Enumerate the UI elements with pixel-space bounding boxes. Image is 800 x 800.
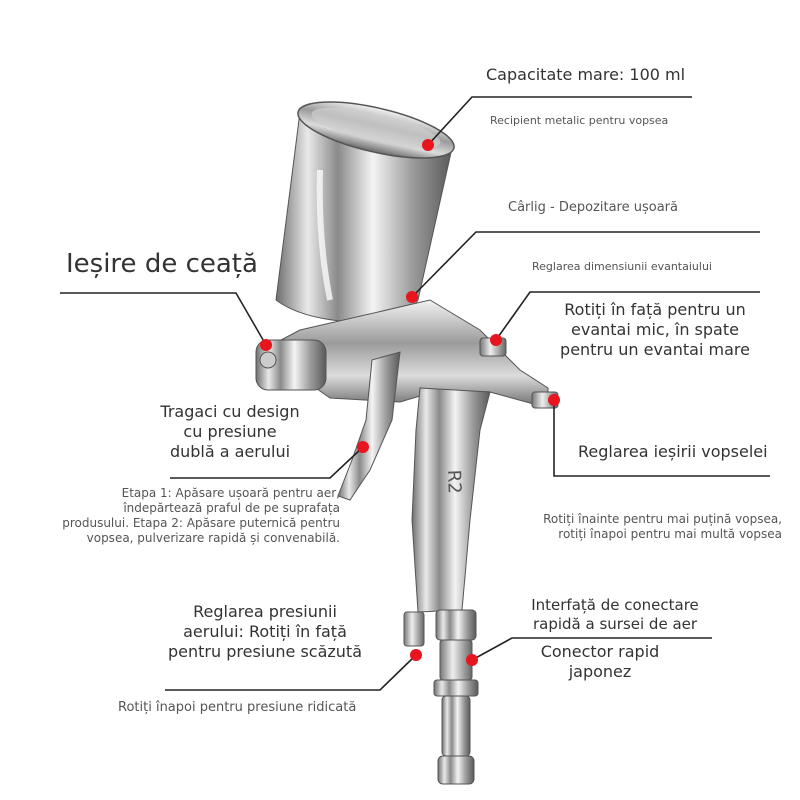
paint-desc-line: Rotiți înainte pentru mai puțină vopsea, xyxy=(543,512,782,526)
pressure-line: Reglarea presiunii xyxy=(193,602,337,621)
paint-description: Rotiți înainte pentru mai puțină vopsea,… xyxy=(500,512,782,542)
trigger-line: cu presiune xyxy=(183,422,277,441)
connector-line: japonez xyxy=(568,662,632,681)
model-mark: R2 xyxy=(443,469,465,494)
interface-line: rapidă a sursei de aer xyxy=(532,614,698,633)
trigger-line: Tragaci cu design xyxy=(160,402,300,421)
callout-lines xyxy=(60,96,770,691)
paint-cup xyxy=(275,101,455,325)
hook-title: Cârlig - Depozitare ușoară xyxy=(508,200,678,215)
connector-line: Conector rapid xyxy=(540,642,660,661)
pressure-back: Rotiți înapoi pentru presiune ridicată xyxy=(118,700,357,715)
fan-desc-line: Rotiți în față pentru un xyxy=(564,300,746,319)
capacity-title: Capacitate mare: 100 ml xyxy=(486,65,686,84)
fan-description: Rotiți în față pentru un evantai mic, în… xyxy=(535,300,775,360)
interface-description: Interfață de conectare rapidă a sursei d… xyxy=(520,596,710,634)
mist-title: Ieșire de ceață xyxy=(66,249,258,279)
pressure-line: pentru presiune scăzută xyxy=(168,642,362,661)
connector-description: Conector rapid japonez xyxy=(530,642,670,682)
pressure-line: aerului: Rotiți în față xyxy=(183,622,347,641)
interface-line: Interfață de conectare xyxy=(531,596,699,614)
trigger xyxy=(337,351,401,501)
fan-desc-line: pentru un evantai mare xyxy=(560,340,750,359)
stage-line: produsului. Etapa 2: Apăsare puternică p… xyxy=(62,516,340,530)
stage-line: vopsea, pulverizare rapidă și convenabil… xyxy=(86,531,340,545)
pressure-description: Reglarea presiunii aerului: Rotiți în fa… xyxy=(160,602,370,662)
fan-desc-line: evantai mic, în spate xyxy=(571,320,739,339)
callout-dots xyxy=(260,139,560,666)
stage-description: Etapa 1: Apăsare ușoară pentru aer, înde… xyxy=(30,486,340,546)
gun-handle: R2 xyxy=(411,387,491,613)
stage-line: îndepărtează praful de pe suprafața xyxy=(123,501,340,515)
trigger-line: dublă a aerului xyxy=(169,442,291,461)
stage-line: Etapa 1: Apăsare ușoară pentru aer, xyxy=(121,486,340,500)
paint-title: Reglarea ieșirii vopselei xyxy=(578,442,768,461)
air-regulator xyxy=(403,609,479,785)
capacity-subtitle: Recipient metalic pentru vopsea xyxy=(490,114,669,127)
fan-title: Reglarea dimensiunii evantaiului xyxy=(532,260,712,273)
trigger-description: Tragaci cu design cu presiune dublă a ae… xyxy=(130,402,330,462)
paint-desc-line: rotiți înapoi pentru mai multă vopsea xyxy=(558,527,782,541)
